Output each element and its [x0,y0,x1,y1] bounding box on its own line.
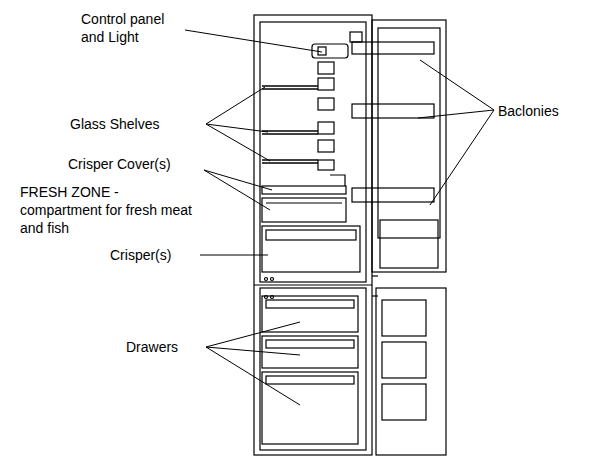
fresh-zone [262,198,346,222]
freezer-door-panel [382,300,426,420]
freezer-drawer [262,296,358,444]
door-balcony [352,42,438,268]
part-label: Crisper(s) [110,246,198,264]
shelf-rails [318,62,334,170]
part-label: Baclonies [498,102,592,120]
crisper-cover [262,186,346,194]
part-label: Control panel and Light [81,10,185,46]
leader-line [185,30,494,405]
freezer-compartment [260,288,366,450]
part-label: Crisper Cover(s) [68,155,202,173]
fridge-compartment [260,22,366,282]
fridge-door [372,20,446,272]
crisper [262,226,360,272]
part-label: Glass Shelves [70,115,202,133]
part-label: FRESH ZONE - compartment for fresh meat … [20,183,200,237]
glass-shelf [262,86,318,163]
freezer-door [376,288,446,455]
part-label: Drawers [126,338,204,356]
fridge-body [254,15,372,455]
